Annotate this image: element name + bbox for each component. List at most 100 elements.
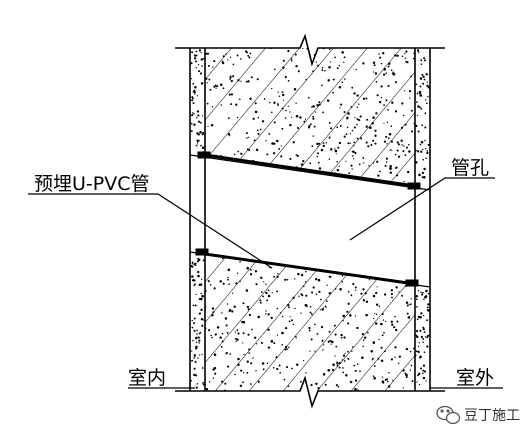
concrete-aggregate-dot: [334, 333, 337, 336]
concrete-aggregate-dot: [334, 259, 337, 261]
concrete-aggregate-dot: [290, 58, 293, 60]
concrete-aggregate-dot: [339, 107, 341, 109]
plaster-dot: [198, 70, 201, 73]
concrete-aggregate-dot: [375, 81, 378, 83]
concrete-aggregate-dot: [289, 157, 292, 160]
pipe-hole-label: 管孔: [451, 157, 489, 179]
concrete-aggregate-dot: [341, 280, 344, 283]
plaster-dot: [193, 329, 196, 332]
concrete-aggregate-dot: [224, 317, 228, 320]
concrete-aggregate-dot: [230, 103, 233, 106]
concrete-aggregate-dot: [286, 278, 289, 281]
concrete-aggregate-dot: [329, 136, 331, 138]
outdoor-label: 室外: [456, 367, 494, 389]
concrete-aggregate-dot: [232, 75, 235, 78]
plaster-dot: [422, 158, 424, 161]
plaster-dot: [418, 106, 421, 109]
concrete-aggregate-dot: [371, 122, 374, 125]
concrete-aggregate-dot: [218, 164, 221, 167]
concrete-aggregate-dot: [358, 119, 361, 122]
concrete-aggregate-dot: [350, 106, 353, 108]
concrete-aggregate-dot: [284, 278, 287, 281]
concrete-aggregate-dot: [221, 187, 223, 189]
concrete-aggregate-dot: [253, 173, 255, 176]
plaster-dot: [191, 51, 194, 54]
concrete-aggregate-dot: [207, 280, 210, 283]
concrete-aggregate-dot: [259, 301, 262, 304]
concrete-aggregate-dot: [233, 153, 236, 156]
concrete-aggregate-dot: [267, 346, 271, 349]
concrete-aggregate-dot: [380, 96, 383, 99]
concrete-aggregate-dot: [345, 133, 348, 136]
plaster-dot: [417, 290, 420, 292]
concrete-aggregate-dot: [338, 165, 340, 167]
plaster-dot: [423, 331, 426, 333]
plaster-dot: [416, 101, 418, 103]
concrete-aggregate-dot: [352, 282, 355, 286]
plaster-dot: [192, 339, 194, 342]
concrete-aggregate-dot: [351, 168, 353, 170]
plaster-dot: [193, 89, 196, 92]
concrete-aggregate-dot: [328, 292, 332, 295]
concrete-aggregate-dot: [222, 61, 225, 65]
concrete-aggregate-dot: [330, 127, 333, 130]
plaster-dot: [423, 78, 426, 81]
plaster-dot: [419, 85, 422, 88]
concrete-aggregate-dot: [251, 328, 253, 331]
concrete-aggregate-dot: [383, 331, 385, 334]
plaster-dot: [424, 126, 427, 129]
plaster-dot: [198, 336, 201, 339]
concrete-aggregate-dot: [367, 145, 370, 148]
plaster-dot: [196, 383, 199, 385]
concrete-aggregate-dot: [397, 155, 401, 158]
concrete-aggregate-dot: [377, 174, 380, 177]
concrete-aggregate-dot: [236, 329, 239, 331]
concrete-aggregate-dot: [242, 182, 246, 185]
concrete-aggregate-dot: [257, 380, 260, 383]
concrete-aggregate-dot: [260, 276, 263, 279]
plaster-dot: [427, 95, 429, 98]
concrete-aggregate-dot: [246, 371, 249, 374]
concrete-aggregate-dot: [408, 315, 411, 318]
concrete-aggregate-dot: [289, 123, 292, 127]
concrete-aggregate-dot: [228, 93, 231, 96]
concrete-aggregate-dot: [322, 144, 325, 148]
concrete-aggregate-dot: [372, 162, 374, 164]
plaster-dot: [420, 291, 422, 294]
concrete-aggregate-dot: [374, 312, 376, 314]
concrete-aggregate-dot: [326, 99, 330, 102]
concrete-aggregate-dot: [222, 55, 225, 58]
concrete-aggregate-dot: [364, 292, 367, 295]
concrete-aggregate-dot: [265, 283, 267, 286]
concrete-aggregate-dot: [212, 184, 215, 186]
plaster-dot: [415, 149, 417, 152]
concrete-aggregate-dot: [304, 118, 307, 120]
concrete-aggregate-dot: [221, 60, 224, 63]
plaster-dot: [420, 107, 423, 110]
concrete-aggregate-dot: [211, 106, 214, 108]
concrete-aggregate-dot: [390, 293, 393, 296]
concrete-aggregate-dot: [273, 152, 276, 155]
concrete-aggregate-dot: [271, 87, 273, 90]
plaster-dot: [426, 151, 429, 155]
concrete-aggregate-dot: [391, 269, 394, 271]
concrete-aggregate-dot: [292, 141, 295, 144]
concrete-aggregate-dot: [404, 372, 406, 374]
concrete-aggregate-dot: [236, 54, 239, 57]
plaster-dot: [422, 291, 424, 294]
concrete-aggregate-dot: [329, 61, 332, 63]
concrete-aggregate-dot: [347, 357, 350, 360]
concrete-aggregate-dot: [227, 176, 229, 178]
concrete-aggregate-dot: [236, 338, 239, 341]
plaster-dot: [421, 73, 424, 76]
plaster-dot: [426, 150, 429, 152]
concrete-aggregate-dot: [358, 163, 361, 166]
concrete-aggregate-dot: [293, 88, 297, 91]
plaster-dot: [425, 380, 427, 382]
concrete-aggregate-dot: [362, 288, 365, 291]
concrete-aggregate-dot: [329, 48, 331, 51]
concrete-aggregate-dot: [309, 305, 312, 308]
concrete-aggregate-dot: [322, 177, 325, 179]
concrete-aggregate-dot: [409, 350, 412, 353]
concrete-aggregate-dot: [396, 320, 399, 323]
